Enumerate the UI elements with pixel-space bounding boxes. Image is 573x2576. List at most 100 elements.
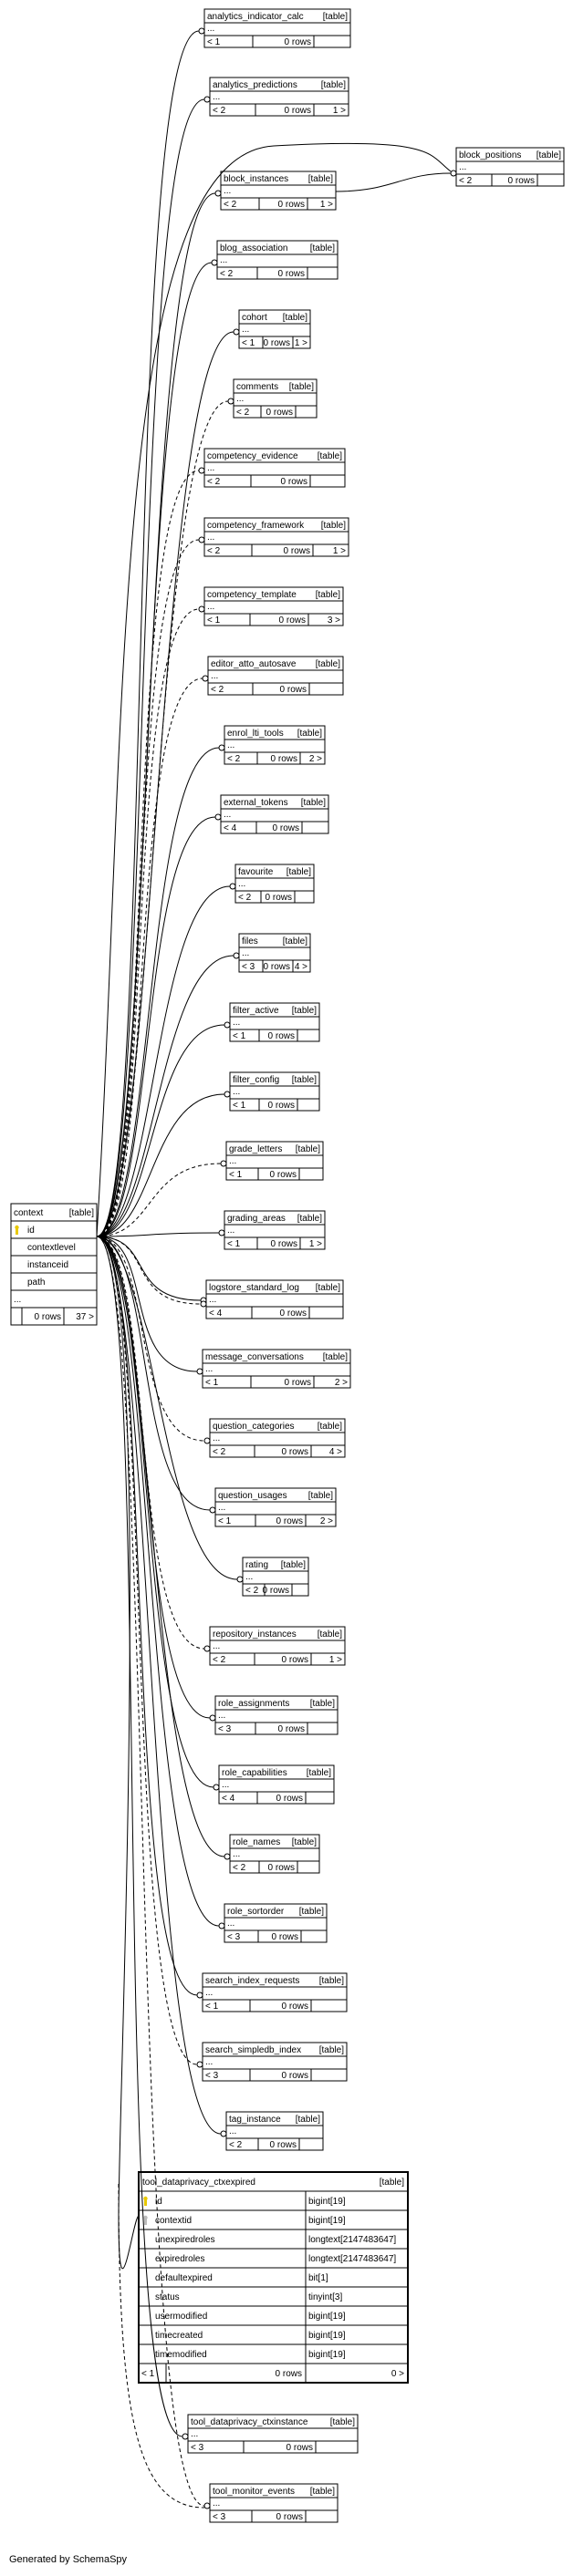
rating-relationship bbox=[96, 1236, 238, 1580]
role-assignments-relationship bbox=[96, 1236, 211, 1719]
role-assignments-table-name: role_assignments bbox=[218, 1699, 289, 1709]
editor-atto-autosave-table-tag: [table] bbox=[316, 659, 340, 669]
comments-relationship bbox=[96, 400, 229, 1237]
blog-association-parents-count: < 2 bbox=[220, 269, 234, 279]
logstore-standard-log-relationship-dashed bbox=[96, 1236, 202, 1305]
question-categories-table-tag: [table] bbox=[318, 1422, 342, 1432]
role-capabilities-parents-count: < 4 bbox=[222, 1794, 235, 1804]
role-names-parents-count: < 2 bbox=[233, 1863, 246, 1873]
context-table[interactable]: context[table]idcontextlevelinstanceidpa… bbox=[10, 1203, 98, 1326]
comments-parents-count: < 2 bbox=[236, 408, 250, 418]
blog-association-table-border bbox=[216, 240, 339, 280]
competency-evidence-relationship-marker bbox=[198, 467, 205, 474]
filter-active-table-border bbox=[229, 1002, 320, 1042]
enrol-lti-tools-parents-count: < 2 bbox=[227, 754, 241, 764]
search-index-requests-table-name: search_index_requests bbox=[205, 1976, 299, 1986]
role-assignments-row-count: 0 rows bbox=[278, 1724, 305, 1734]
tool-dataprivacy-ctxinstance-table[interactable]: tool_dataprivacy_ctxinstance[table]...< … bbox=[187, 2414, 359, 2454]
comments-table-tag: [table] bbox=[289, 382, 314, 392]
role-sortorder-parents-count: < 3 bbox=[227, 1932, 241, 1942]
focus-column-defaultexpired-name: defaultexpired bbox=[155, 2273, 213, 2283]
blog-association-table-ellipsis: ... bbox=[220, 255, 227, 265]
role-assignments-table-ellipsis: ... bbox=[218, 1711, 225, 1721]
block-instances-parents-count: < 2 bbox=[224, 200, 237, 210]
focus-column-id-name: id bbox=[155, 2197, 162, 2207]
focus-table-name: tool_dataprivacy_ctxexpired bbox=[142, 2178, 255, 2188]
grade-letters-parents-count: < 1 bbox=[229, 1170, 243, 1180]
block-positions-relationship bbox=[335, 172, 452, 192]
files-relationship-marker bbox=[233, 952, 240, 959]
repository-instances-table-border bbox=[209, 1626, 346, 1666]
message-conversations-table-tag: [table] bbox=[323, 1352, 348, 1362]
focus-column-unexpiredroles-type: longtext[2147483647] bbox=[308, 2235, 396, 2245]
tool-monitor-events-table-tag: [table] bbox=[310, 2487, 335, 2497]
tool-monitor-events-table-border bbox=[209, 2483, 339, 2523]
favourite-row-count: 0 rows bbox=[266, 893, 292, 903]
competency-evidence-relationship bbox=[96, 470, 200, 1237]
cohort-row-count: 0 rows bbox=[264, 338, 290, 348]
analytics-predictions-table-tag: [table] bbox=[321, 80, 346, 90]
enrol-lti-tools-table-name: enrol_lti_tools bbox=[227, 729, 284, 739]
role-assignments-parents-count: < 3 bbox=[218, 1724, 232, 1734]
search-simpledb-index-relationship-marker bbox=[196, 2061, 203, 2068]
grading-areas-table-tag: [table] bbox=[297, 1214, 322, 1224]
rating-table-border bbox=[242, 1557, 309, 1597]
editor-atto-autosave-table-ellipsis: ... bbox=[211, 671, 218, 681]
context-column-id: id bbox=[27, 1226, 35, 1236]
tool-dataprivacy-ctxinstance-parents-count: < 3 bbox=[191, 2443, 204, 2453]
focus-row-count: 0 rows bbox=[276, 2369, 302, 2379]
comments-row-count: 0 rows bbox=[266, 408, 293, 418]
logstore-standard-log-relationship-dashed-marker bbox=[200, 1300, 207, 1308]
block-instances-children-count: 1 > bbox=[320, 200, 333, 210]
focus-column-usermodified-type: bigint[19] bbox=[308, 2312, 346, 2322]
role-capabilities-relationship-marker bbox=[213, 1784, 220, 1791]
message-conversations-table-ellipsis: ... bbox=[205, 1364, 213, 1374]
files-table-border bbox=[238, 933, 311, 973]
search-simpledb-index-row-count: 0 rows bbox=[282, 2071, 308, 2081]
favourite-relationship bbox=[96, 885, 231, 1237]
search-index-requests-parents-count: < 1 bbox=[205, 2002, 219, 2012]
enrol-lti-tools-relationship bbox=[96, 747, 220, 1237]
analytics-indicator-calc-parents-count: < 1 bbox=[207, 37, 221, 47]
blog-association-table-name: blog_association bbox=[220, 243, 288, 253]
competency-template-table-name: competency_template bbox=[207, 590, 297, 600]
filter-config-table-border bbox=[229, 1071, 320, 1112]
tool-monitor-events-table-name: tool_monitor_events bbox=[213, 2487, 295, 2497]
analytics-indicator-calc-table-tag: [table] bbox=[323, 12, 348, 22]
question-categories-table-ellipsis: ... bbox=[213, 1433, 220, 1443]
